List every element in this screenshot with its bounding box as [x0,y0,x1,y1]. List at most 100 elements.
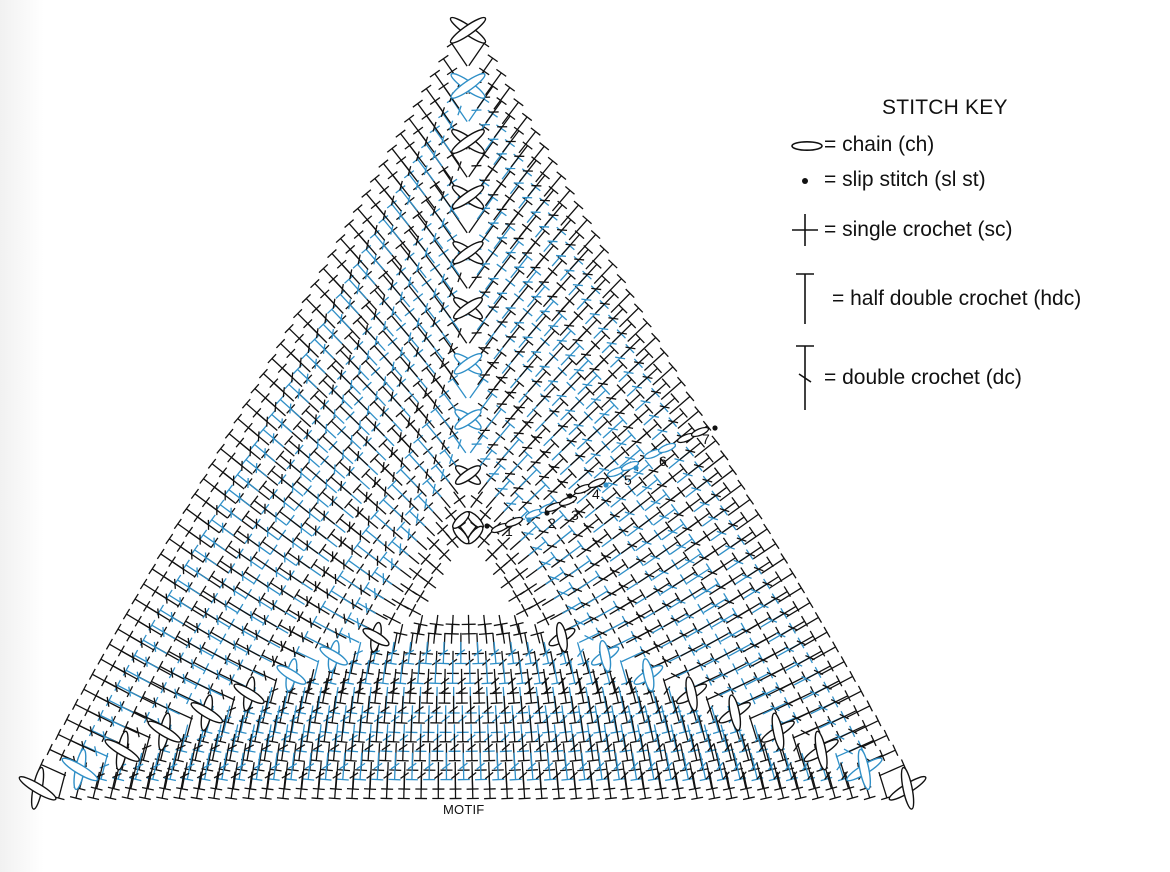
stitch-post [306,714,312,742]
stitch-post [280,343,301,363]
double-crochet-slash [299,357,302,368]
double-crochet-slash [596,762,605,771]
stitch-top-bar [336,627,344,639]
stitch-post [619,393,641,413]
double-crochet-slash [415,513,419,524]
stitch-top-bar [568,581,576,593]
double-crochet-slash [593,714,602,723]
double-crochet-slash [332,298,336,309]
double-crochet-slash [709,657,720,663]
double-crochet-slash [580,353,592,357]
slip-stitch-dot [544,510,550,516]
stitch-top-bar [652,363,663,374]
stitch-top-bar [487,54,498,63]
stitch-post [382,659,387,684]
double-crochet-slash [424,762,434,770]
stitch-top-bar [487,333,498,342]
double-crochet-slash [331,495,334,506]
double-crochet-slash [182,564,185,575]
stitch-post [409,632,414,654]
stitch-post [348,223,368,245]
double-crochet-slash [339,715,350,722]
stitch-post [655,541,679,558]
double-crochet-slash [278,744,289,751]
stitch-post [763,646,788,661]
round-number-label: 2 [548,515,556,531]
stitch-top-bar [573,200,584,210]
stitch-post [674,771,681,799]
stitch-post [545,514,564,531]
stitch-top-bar [159,786,172,791]
double-crochet-slash [340,283,344,295]
double-crochet-slash [179,772,190,779]
double-crochet-slash [289,625,292,636]
stitch-top-bar [595,778,608,781]
stitch-top-bar [376,681,389,685]
double-crochet-slash [620,705,629,714]
double-crochet-slash [514,406,525,409]
stitch-top-bar [395,464,406,475]
stitch-top-bar [586,759,600,763]
double-crochet-slash [732,613,743,619]
double-crochet-slash [314,734,325,741]
stitch-top-bar [275,506,284,517]
double-crochet-slash [423,687,432,694]
stitch-post [213,771,219,799]
stitch-top-bar [612,543,621,555]
double-crochet-slash [357,506,359,517]
stitch-top-bar [618,710,631,715]
double-crochet-slash [703,733,712,743]
stitch-post [604,620,626,634]
stitch-post [313,620,335,634]
stitch-key-title: STITCH KEY [882,96,1008,119]
double-crochet-slash [599,412,610,416]
double-crochet-slash [238,659,242,670]
double-crochet-slash [322,343,326,354]
stitch-top-bar [261,787,274,791]
double-crochet-slash [337,687,347,694]
stitch-post [737,601,762,617]
double-crochet-slash [325,479,328,490]
double-crochet-slash [800,729,810,736]
stitch-top-bar [653,474,662,485]
double-crochet-slash [535,743,545,752]
stitch-top-bar [309,390,319,401]
double-crochet-slash [792,661,803,667]
double-crochet-slash [448,120,454,131]
stitch-post [434,240,452,263]
stitch-post [535,160,554,183]
double-crochet-slash [705,676,715,683]
double-crochet-slash [367,515,370,526]
double-crochet-slash [615,356,626,360]
double-crochet-slash [374,224,378,236]
stitch-top-bar [547,156,558,166]
stitch-top-bar [829,795,842,801]
stitch-top-bar [250,664,257,676]
double-crochet-slash [473,649,483,657]
double-crochet-slash [606,396,617,400]
stitch-top-bar [559,566,568,578]
double-crochet-slash [196,772,207,779]
double-crochet-slash [425,468,429,479]
stitch-post [322,435,344,455]
double-crochet-slash [306,373,309,384]
double-crochet-slash [271,655,275,666]
stitch-post [585,686,591,713]
stitch-top-bar [379,551,388,562]
double-crochet-slash [540,395,551,398]
double-crochet-slash [608,317,619,320]
stitch-post [400,469,418,487]
stitch-post [689,601,714,617]
double-crochet-slash [540,561,551,566]
stitch-top-bar [602,416,613,426]
double-crochet-slash [546,544,558,549]
stitch-post [434,659,437,684]
double-crochet-slash [258,596,261,607]
double-crochet-slash [365,436,368,447]
stitch-top-bar [318,543,327,555]
stitch-top-bar [156,660,164,672]
double-crochet-slash [457,327,462,338]
stitch-top-bar [88,724,96,737]
double-crochet-slash [534,705,544,714]
stitch-top-bar [534,721,547,725]
